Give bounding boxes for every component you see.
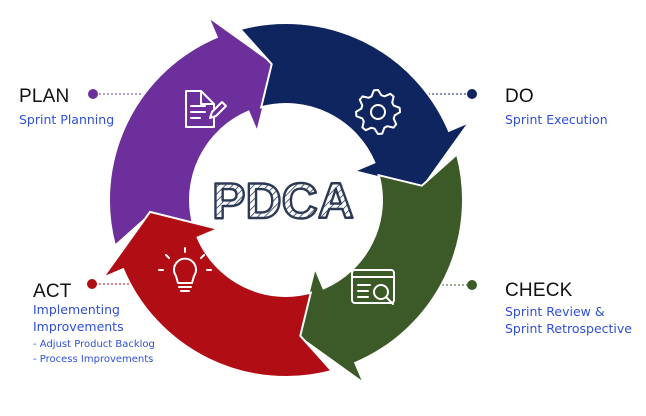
plan-subtitle: Sprint Planning: [19, 112, 115, 127]
check-connector: [430, 280, 477, 290]
act-subtitle-line-2: Improvements: [33, 319, 124, 334]
do-title: DO: [505, 86, 534, 107]
act-subtitle-line-1: Implementing: [33, 302, 120, 317]
check-subtitle-line-1: Sprint Review &: [505, 304, 605, 319]
plan-title: PLAN: [19, 86, 70, 107]
check-subtitle-line-2: Sprint Retrospective: [505, 321, 632, 336]
plan-connector: [88, 89, 180, 99]
pdca-center-text: PDCA: [212, 173, 354, 229]
act-bullet-1: - Adjust Product Backlog: [33, 339, 155, 350]
do-arrow: [238, 21, 473, 190]
act-title: ACT: [33, 281, 72, 302]
plan-arrow: [107, 13, 276, 248]
do-connector: [400, 89, 477, 99]
do-subtitle: Sprint Execution: [505, 112, 608, 127]
document-edit-icon: [185, 90, 227, 128]
act-bullet-2: - Process Improvements: [33, 354, 154, 365]
check-title: CHECK: [505, 280, 573, 301]
lightbulb-icon: [158, 247, 212, 292]
check-arrow: [296, 152, 465, 387]
window-search-icon: [351, 269, 395, 305]
gear-icon: [355, 89, 401, 135]
act-arrow: [99, 210, 334, 379]
